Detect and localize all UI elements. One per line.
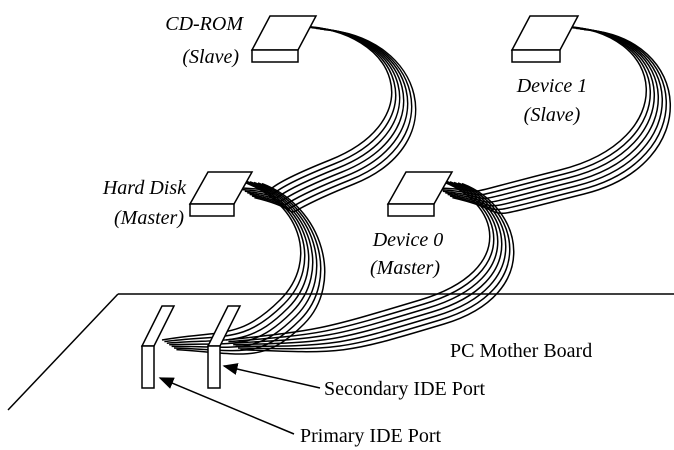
device0-role-label: (Master)	[370, 257, 440, 279]
ribbon-wire	[452, 28, 671, 215]
harddisk-label: Hard Disk	[102, 177, 187, 199]
primary-port-label: Primary IDE Port	[300, 425, 442, 447]
ribbon-wire	[235, 181, 507, 348]
primary-cable-lower	[161, 179, 326, 355]
device1-role-label: (Slave)	[524, 104, 581, 126]
secondary-ide-port	[206, 305, 242, 389]
device1-label: Device 1	[516, 75, 588, 97]
device0-connector	[386, 171, 454, 217]
cdrom-role-label: (Slave)	[182, 46, 239, 68]
ribbon-wire	[225, 179, 491, 341]
ribbon-cables	[161, 25, 671, 355]
ribbon-wire	[173, 182, 322, 352]
harddisk-role-label: (Master)	[114, 207, 184, 229]
ribbon-wire	[176, 182, 326, 355]
cdrom-connector	[250, 15, 318, 63]
harddisk-connector	[188, 171, 254, 217]
ribbon-wire	[161, 179, 302, 341]
ribbon-wire	[228, 179, 495, 343]
ribbon-wire	[237, 182, 511, 350]
secondary-cable-lower	[225, 179, 515, 353]
ribbon-wire	[171, 181, 318, 348]
primary-port-arrow	[158, 377, 295, 435]
ribbon-wire	[251, 28, 413, 209]
secondary-port-label: Secondary IDE Port	[324, 378, 486, 400]
motherboard-outline	[7, 293, 674, 411]
secondary-port-arrow	[222, 363, 321, 389]
primary-cable-upper	[239, 25, 417, 213]
device1-connector	[510, 15, 580, 63]
ribbon-wire	[233, 181, 503, 346]
primary-ide-port	[140, 305, 176, 389]
ribbon-wire	[254, 28, 417, 213]
device0-label: Device 0	[372, 229, 444, 251]
ribbon-wire	[230, 180, 499, 344]
motherboard-label: PC Mother Board	[450, 340, 592, 362]
cdrom-label: CD-ROM	[165, 13, 244, 35]
ribbon-wire	[240, 182, 515, 353]
